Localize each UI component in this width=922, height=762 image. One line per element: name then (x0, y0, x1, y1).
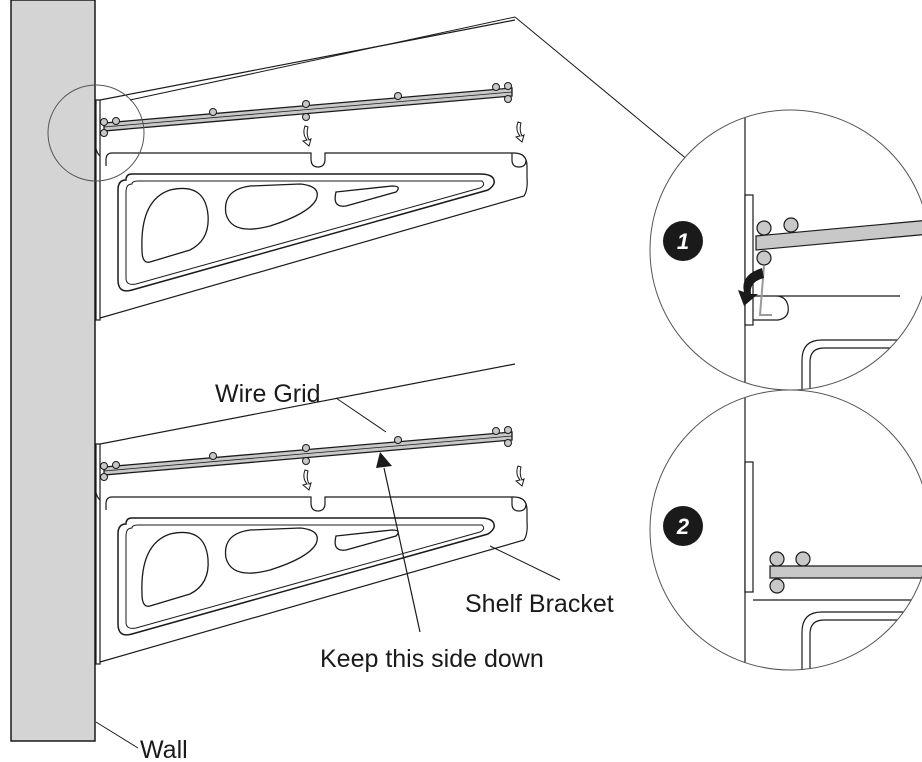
step-2-badge: 2 (663, 506, 703, 546)
up-arrow-icon (376, 452, 392, 468)
keep-side-down-label: Keep this side down (320, 645, 544, 673)
svg-text:2: 2 (676, 514, 690, 539)
keep-side-down-leader (383, 467, 421, 633)
wall-leader (95, 721, 139, 749)
wall (10, 0, 96, 742)
svg-text:1: 1 (677, 229, 689, 254)
detail-leader-line (129, 16, 516, 101)
step-1-badge: 1 (663, 221, 703, 261)
shelf-bracket-leader (489, 545, 561, 581)
wire-grid-leader (335, 397, 387, 433)
down-curved-arrow-icon (738, 268, 764, 306)
detail-2-zoom (649, 389, 922, 671)
detail-leader-line-2 (514, 16, 701, 171)
top-shelf-assembly (94, 19, 528, 321)
bottom-shelf-assembly (94, 363, 528, 665)
wall-label: Wall (140, 736, 188, 762)
magnifier-circle (47, 84, 145, 182)
motion-arrow (758, 265, 772, 316)
wire-grid-label: Wire Grid (215, 380, 321, 408)
detail-1-zoom (649, 109, 922, 391)
shelf-bracket-label: Shelf Bracket (465, 590, 614, 618)
